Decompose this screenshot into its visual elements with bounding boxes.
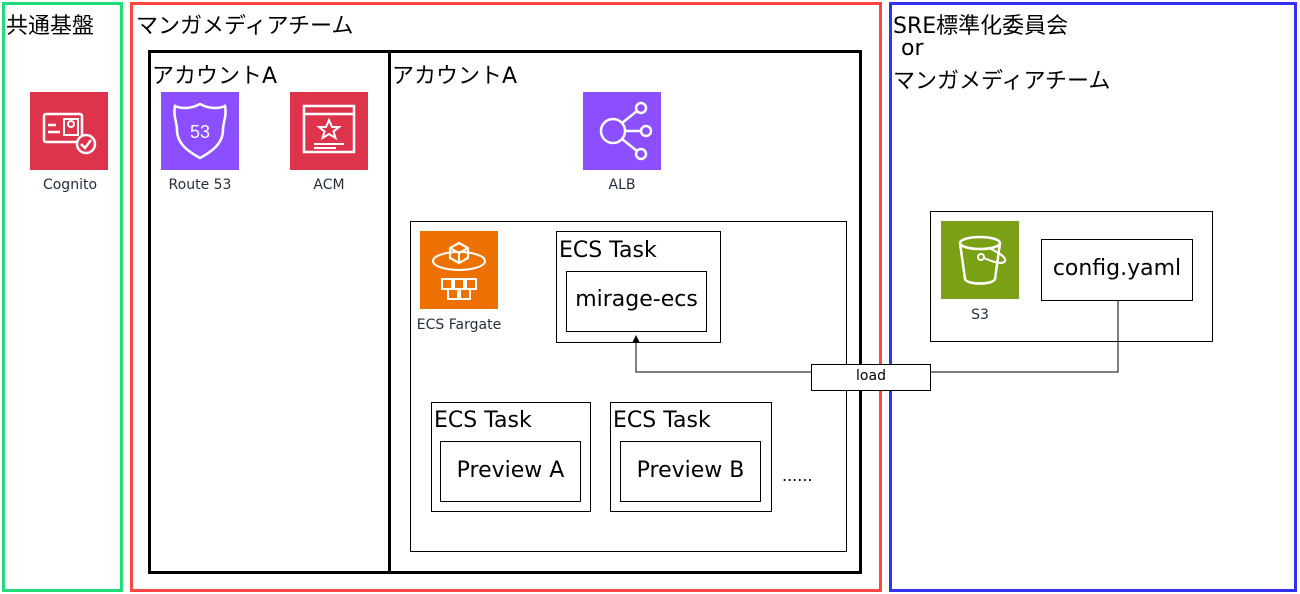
route53-label: Route 53 — [168, 177, 232, 193]
sre-committee-or: or — [901, 36, 924, 61]
shared-platform-group — [2, 2, 123, 592]
route53-icon: 53 — [161, 92, 239, 170]
mirage-ecs-label: mirage-ecs — [575, 287, 698, 312]
fargate-label: ECS Fargate — [416, 317, 502, 333]
task-mirage-title: ECS Task — [559, 238, 657, 263]
cognito-icon — [30, 92, 108, 170]
more-tasks-ellipsis: ...... — [782, 466, 813, 485]
sre-committee-title: SRE標準化委員会 — [893, 14, 1069, 39]
preview-b-label: Preview B — [636, 458, 745, 483]
manga-media-team-group — [130, 2, 882, 592]
alb-label: ALB — [608, 177, 636, 193]
task-preview-a-box — [431, 402, 591, 512]
task-preview-b-box — [610, 402, 772, 512]
s3-icon — [941, 221, 1019, 299]
shared-platform-title: 共通基盤 — [6, 14, 95, 39]
cognito-label: Cognito — [42, 177, 98, 193]
account-left-title: アカウントA — [152, 64, 278, 89]
s3-label: S3 — [971, 307, 989, 323]
acm-label: ACM — [313, 177, 345, 193]
sre-committee-group — [889, 2, 1297, 592]
load-edge-label: load — [856, 368, 886, 384]
task-preview-b-inner — [620, 441, 761, 502]
preview-a-label: Preview A — [456, 458, 565, 483]
sre-committee-alt-team: マンガメディアチーム — [893, 69, 1111, 94]
alb-icon — [583, 92, 661, 170]
account-right-title: アカウントA — [392, 64, 518, 89]
config-file-label: config.yaml — [1052, 256, 1182, 281]
fargate-icon — [420, 231, 498, 309]
task-preview-a-inner — [440, 441, 581, 502]
task-preview-b-title: ECS Task — [613, 408, 711, 433]
config-file-box — [1041, 239, 1193, 301]
task-preview-a-title: ECS Task — [434, 408, 532, 433]
svg-text:53: 53 — [190, 122, 210, 142]
acm-icon — [290, 92, 368, 170]
load-edge-label-box — [811, 364, 931, 391]
manga-media-team-title: マンガメディアチーム — [136, 14, 354, 39]
